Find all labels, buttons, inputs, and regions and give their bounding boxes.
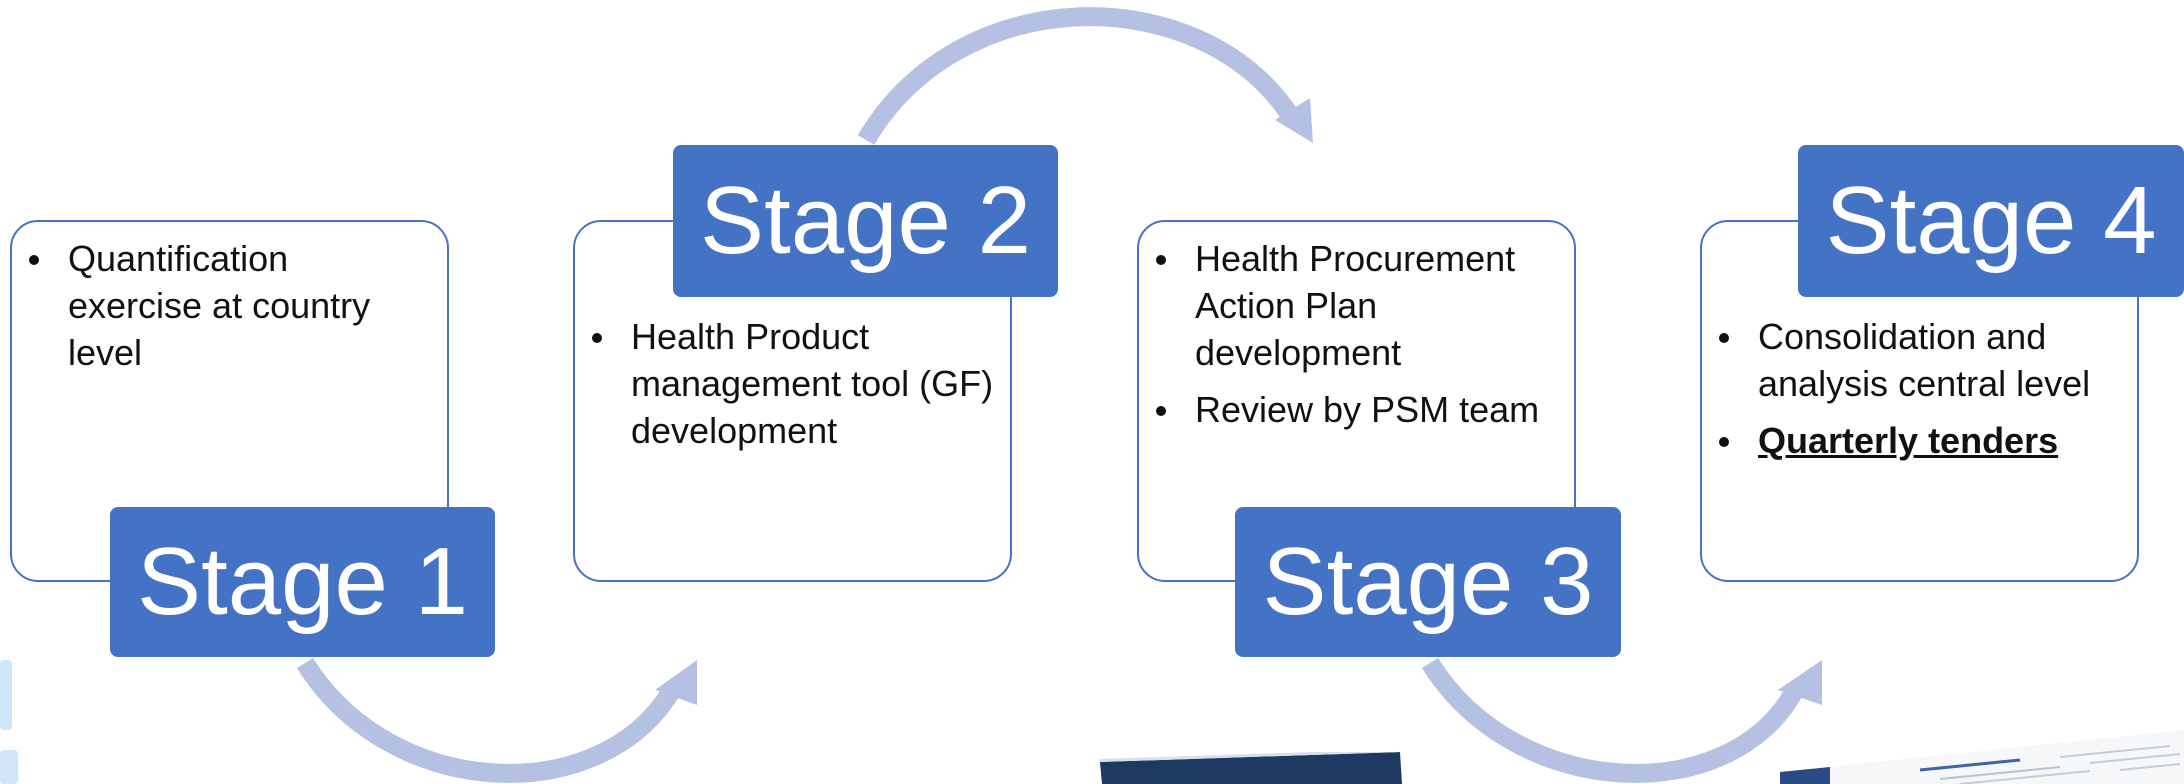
document-thumbnail-center [1100, 752, 1402, 784]
stage-2-bullet-1: Health Product management tool (GF) deve… [579, 313, 999, 454]
stage-1-bullet-1: Quantification exercise at country level [16, 235, 416, 376]
stage-3-bullet-2: Review by PSM team [1143, 386, 1563, 433]
stage-3-bullet-1: Health Procurement Action Plan developme… [1143, 235, 1563, 376]
arrow-stage3-to-stage4 [1421, 657, 1804, 783]
stage-4-bullets: Consolidation and analysis central level… [1706, 313, 2126, 474]
stage-1-label: Stage 1 [110, 507, 495, 657]
stage-4-label: Stage 4 [1798, 145, 2184, 297]
arrowhead-stage4 [1778, 660, 1822, 705]
document-thumbnail-right [1780, 730, 2184, 784]
arrowhead-stage2 [655, 660, 697, 705]
arrowhead-stage3 [1275, 98, 1313, 143]
stage-3-bullets: Health Procurement Action Plan developme… [1143, 235, 1563, 443]
stage-1-bullets: Quantification exercise at country level [16, 235, 416, 386]
stage-4-bullet-1: Consolidation and analysis central level [1706, 313, 2126, 407]
arrow-stage2-to-stage3 [857, 7, 1298, 145]
decorative-shape-left [0, 660, 18, 784]
stage-3-label: Stage 3 [1235, 507, 1621, 657]
stage-2-bullets: Health Product management tool (GF) deve… [579, 313, 999, 464]
stage-4-bullet-2: Quarterly tenders [1706, 417, 2126, 464]
stage-2-label: Stage 2 [673, 145, 1058, 297]
arrow-stage1-to-stage2 [296, 657, 681, 783]
